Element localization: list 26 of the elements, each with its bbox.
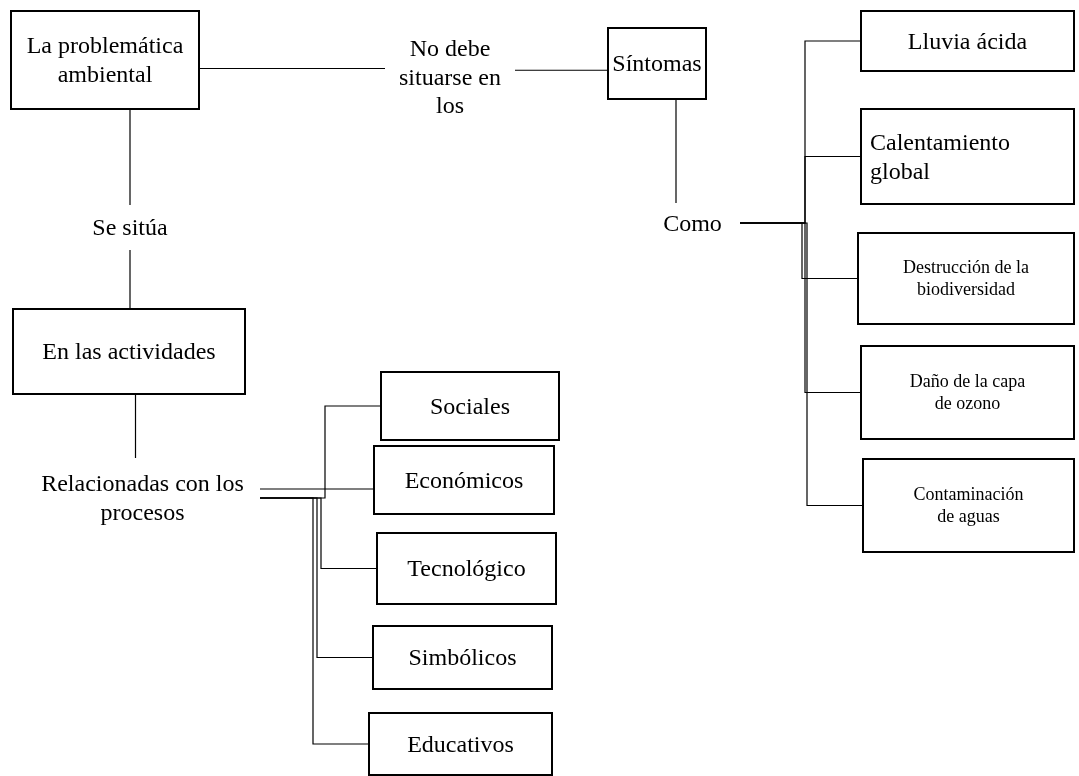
connector-line <box>129 109 131 206</box>
concept-box: Tecnológico <box>376 532 557 605</box>
concept-box: Educativos <box>368 712 553 776</box>
concept-box: Síntomas <box>607 27 707 100</box>
connector-line <box>129 249 131 309</box>
connector-line <box>199 67 386 70</box>
concept-box: Destrucción de la biodiversidad <box>857 232 1075 325</box>
connector-line <box>259 497 369 745</box>
concept-box: La problemática ambiental <box>10 10 200 110</box>
concept-box: Contaminación de aguas <box>862 458 1075 553</box>
connector-line <box>259 488 374 490</box>
connector-line <box>514 69 608 71</box>
concept-box: Calentamiento global <box>860 108 1075 205</box>
concept-box: Sociales <box>380 371 560 441</box>
connector-line <box>134 394 137 459</box>
concept-box: Simbólicos <box>372 625 553 690</box>
connector-line <box>739 222 863 507</box>
linking-phrase: Como <box>645 203 740 243</box>
linking-phrase: No debe situarse en los <box>385 22 515 132</box>
linking-phrase: Se sitúa <box>65 205 195 250</box>
concept-box: Económicos <box>373 445 555 515</box>
linking-phrase: Relacionadas con los procesos <box>25 458 260 538</box>
concept-box: Lluvia ácida <box>860 10 1075 72</box>
connector-line <box>675 99 677 204</box>
concept-box: En las actividades <box>12 308 246 395</box>
concept-box: Daño de la capa de ozono <box>860 345 1075 440</box>
